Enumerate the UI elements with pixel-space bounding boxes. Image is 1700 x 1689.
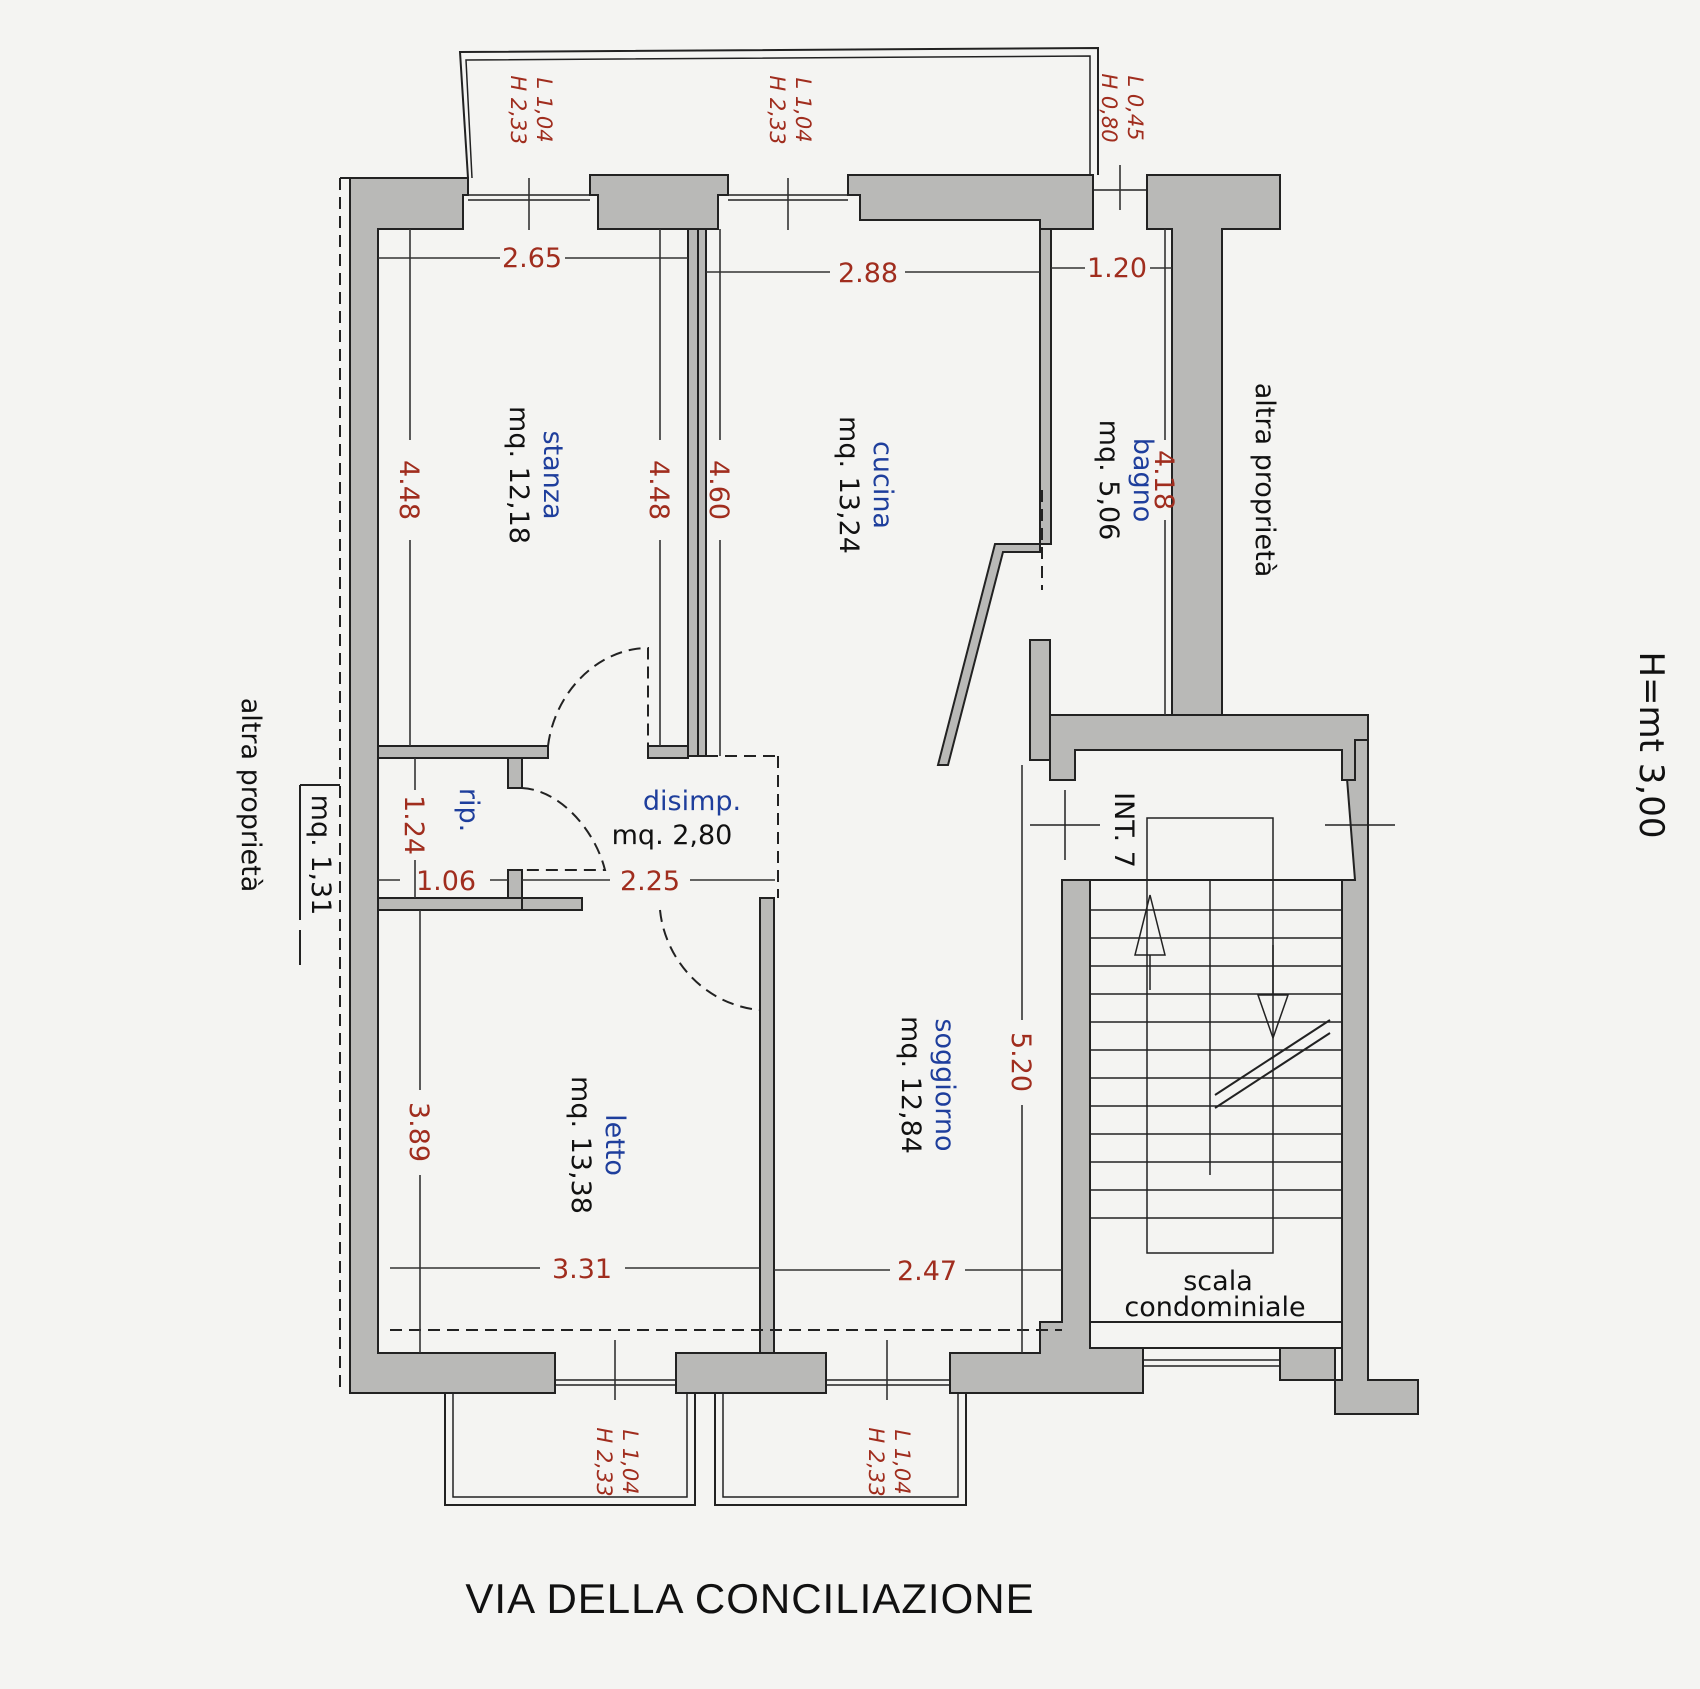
svg-text:L 1,04: L 1,04	[890, 1429, 914, 1494]
svg-text:H 0,80: H 0,80	[1097, 73, 1121, 142]
svg-text:L 1,04: L 1,04	[791, 77, 815, 142]
partition-rip-right	[507, 757, 523, 789]
partition-rip-bottom	[377, 897, 523, 911]
balcony-bottom-left	[444, 1393, 696, 1506]
svg-text:letto: letto	[599, 1114, 630, 1176]
svg-text:L 0,45: L 0,45	[1123, 75, 1147, 140]
wall-top-kitchen	[847, 174, 1094, 230]
dim-disimp-width: 2.25	[620, 866, 680, 897]
label-altra-proprieta-left: altra proprietà	[235, 698, 266, 893]
label-int: INT. 7	[1108, 792, 1139, 868]
dimension-lines	[378, 165, 1172, 1400]
svg-text:stanza: stanza	[537, 430, 568, 519]
wall-top-pier-1	[589, 174, 729, 230]
dim-bagno-width: 1.20	[1087, 253, 1147, 284]
svg-text:H 2,33: H 2,33	[864, 1427, 888, 1496]
svg-text:condominiale: condominiale	[1124, 1292, 1305, 1323]
svg-text:mq. 13,38: mq. 13,38	[565, 1076, 596, 1214]
window-label-top1: L 1,04 H 2,33	[506, 75, 556, 144]
walls	[340, 174, 1419, 1415]
window-label-top2: L 1,04 H 2,33	[765, 75, 815, 144]
doors	[521, 646, 761, 1012]
svg-text:mq. 5,06: mq. 5,06	[1093, 420, 1124, 541]
wall-bottom-mid	[675, 1352, 827, 1394]
partition-rip-right2	[507, 869, 523, 899]
dim-stanza-height-left: 4.48	[393, 460, 424, 520]
partition-bagno-lower	[1029, 639, 1051, 761]
door-rip	[521, 787, 607, 871]
wall-bath-bottom	[1029, 714, 1369, 781]
svg-text:scala: scala	[1183, 1266, 1253, 1297]
partitions	[377, 228, 1052, 1354]
room-soggiorno: soggiorno mq. 12,84	[895, 1016, 960, 1154]
partition-cucina-bagno	[1039, 228, 1052, 545]
svg-text:L 1,04: L 1,04	[532, 77, 556, 142]
room-scala: scala condominiale	[1124, 1266, 1305, 1323]
partition-letto-top	[521, 897, 583, 911]
partition-stanza-cucina	[687, 228, 699, 757]
dim-soggiorno-width: 2.47	[897, 1256, 957, 1287]
room-rip-name: rip.	[453, 788, 484, 832]
room-disimp: disimp. mq. 2,80	[612, 786, 741, 851]
door-stanza	[547, 646, 649, 747]
dim-bagno-height: 4.18	[1148, 450, 1179, 510]
dim-letto-width: 3.31	[552, 1254, 612, 1285]
room-rip-area: mq. 1,31	[305, 795, 336, 916]
dim-stanza-height-right: 4.48	[643, 460, 674, 520]
partition-stanza-bottom	[377, 745, 549, 759]
balcony-top	[458, 46, 1099, 179]
window-label-bottom1: L 1,04 H 2,33	[592, 1427, 642, 1496]
label-altra-proprieta-right: altra proprietà	[1249, 383, 1280, 578]
room-cucina: cucina mq. 13,24	[833, 416, 898, 554]
partition-cucina-inner	[697, 228, 707, 757]
svg-text:mq. 13,24: mq. 13,24	[833, 416, 864, 554]
svg-text:H 2,33: H 2,33	[765, 75, 789, 144]
svg-text:mq. 2,80: mq. 2,80	[612, 820, 733, 851]
property-boundaries	[339, 178, 1369, 1393]
dim-stanza-width: 2.65	[502, 243, 562, 274]
svg-text:mq. 12,84: mq. 12,84	[895, 1016, 926, 1154]
dim-letto-height: 3.89	[403, 1102, 434, 1162]
stair-treads	[1090, 909, 1342, 1219]
dim-rip-height: 1.24	[398, 795, 429, 855]
svg-text:disimp.: disimp.	[643, 786, 741, 817]
svg-text:bagno: bagno	[1127, 438, 1158, 522]
door-letto	[659, 909, 761, 1012]
street-name: VIA DELLA CONCILIAZIONE	[465, 1575, 1034, 1622]
room-stanza: stanza mq. 12,18	[503, 406, 568, 544]
label-height: H=mt 3,00	[1631, 651, 1671, 838]
balcony-bottom-right	[714, 1393, 967, 1506]
dim-cucina-height: 4.60	[703, 460, 734, 520]
kitchen-slanted-wall	[936, 490, 1043, 766]
svg-text:soggiorno: soggiorno	[929, 1018, 960, 1151]
dim-cucina-width: 2.88	[838, 258, 898, 289]
balconies	[444, 46, 1099, 1506]
svg-text:cucina: cucina	[867, 441, 898, 529]
svg-text:L 1,04: L 1,04	[618, 1429, 642, 1494]
partition-letto-right	[759, 897, 775, 1354]
window-label-top3: L 0,45 H 0,80	[1097, 73, 1147, 142]
dim-soggiorno-height: 5.20	[1005, 1032, 1036, 1092]
wall-left	[340, 177, 556, 1394]
dim-rip-width: 1.06	[416, 866, 476, 897]
window-label-bottom2: L 1,04 H 2,33	[864, 1427, 914, 1496]
svg-text:H 2,33: H 2,33	[506, 75, 530, 144]
svg-text:H 2,33: H 2,33	[592, 1427, 616, 1496]
wall-bottom-right	[949, 879, 1144, 1394]
staircase	[1030, 790, 1395, 1349]
room-bagno: bagno mq. 5,06	[1093, 420, 1158, 541]
room-letto: letto mq. 13,38	[565, 1076, 630, 1214]
svg-text:mq. 12,18: mq. 12,18	[503, 406, 534, 544]
partition-stanza-bottom-r	[647, 745, 689, 759]
rip-area-bracket	[299, 784, 340, 965]
